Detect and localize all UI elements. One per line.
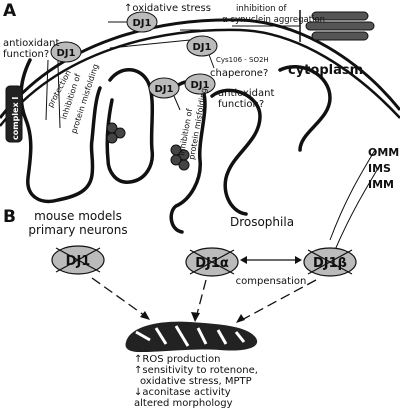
- damaged-mitochondrion: [125, 321, 258, 352]
- panel-b-arrows: [91, 277, 317, 323]
- misfold-left-line: [57, 63, 61, 129]
- compensation-head-left: [240, 256, 247, 264]
- effect-oxidative-mptp: oxidative stress, MPTP: [140, 376, 252, 387]
- protein-aggregates: [106, 122, 190, 171]
- complex-i: complex I: [5, 85, 23, 143]
- drosophila-label: Drosophila: [230, 215, 294, 229]
- aggregate-2c: [170, 154, 182, 166]
- dj1-antiox-label: DJ1: [191, 80, 210, 91]
- complex-i-box: [5, 85, 23, 143]
- aggregate-1b: [114, 127, 126, 139]
- dj1-left-oval: [50, 41, 82, 63]
- dj1-knockout-cross-2: [55, 247, 101, 273]
- effect-aconitase: ↓aconitase activity: [134, 387, 231, 398]
- arrowhead-dj1a: [191, 312, 200, 322]
- compensation-head-right: [295, 256, 302, 264]
- synuclein-bar-2: [305, 21, 375, 31]
- antioxidant-left-label-2: function?: [3, 49, 49, 60]
- primary-neurons-label: primary neurons: [28, 223, 127, 237]
- dj1-to-antioxidant-arrow: [109, 39, 191, 49]
- oxidative-stress-label: ↑oxidative stress: [124, 3, 211, 14]
- dj1-right-oval: [186, 35, 218, 57]
- dj1b-knockout-node: DJ1β: [303, 247, 357, 277]
- dj1a-knockout-node: DJ1α: [185, 247, 239, 277]
- dj1-antiox-node: DJ1: [184, 73, 216, 95]
- membrane-leader-1: [329, 149, 376, 241]
- cytoplasm-label: cytoplasm: [288, 63, 363, 78]
- dj1-top-node: DJ1: [126, 11, 158, 33]
- dj1-mid-node: DJ1: [148, 77, 180, 99]
- arrowhead-dj1b: [236, 314, 245, 323]
- dj1-top-label: DJ1: [133, 18, 152, 29]
- membrane-leader-2: [334, 164, 381, 251]
- arrow-mouse-to-mito: [91, 277, 149, 319]
- crista-left: [19, 58, 102, 203]
- crista-right: [210, 88, 262, 216]
- aggregate-2d: [178, 159, 190, 171]
- cys106-label: Cys106 - SO2H: [216, 56, 269, 64]
- dj1-left-node: DJ1: [50, 41, 82, 63]
- complex-i-label: complex I: [11, 97, 20, 140]
- crista-far-right: [278, 64, 332, 152]
- dj1-mid-oval: [148, 77, 180, 99]
- dj1-top-oval: [126, 11, 158, 33]
- dj1-knockout-node: DJ1: [51, 245, 105, 275]
- dj1-mid-down-line: [173, 95, 181, 111]
- dj1a-knockout-cross-2: [189, 249, 235, 275]
- dj1-right-node: DJ1: [186, 35, 218, 57]
- mitochondrial-membranes: [0, 18, 400, 251]
- panel-b-label: B: [3, 207, 16, 227]
- synuclein-inhibition-label-1: inhibition of: [236, 4, 287, 14]
- synuclein-bar-3: [311, 31, 369, 41]
- synuclein-aggregate: [232, 10, 375, 42]
- dj1b-knockout-cross-2: [307, 249, 353, 275]
- mito-fragments: [135, 325, 246, 347]
- dj1-left-label: DJ1: [57, 48, 76, 59]
- mouse-models-label: mouse models: [34, 209, 122, 223]
- omm-label: OMM: [368, 146, 399, 159]
- dj1-mid-label: DJ1: [155, 84, 174, 95]
- chaperone-label: chaperone?: [210, 68, 268, 79]
- panel-a-label: A: [3, 1, 17, 21]
- synuclein-bar-1: [311, 11, 369, 21]
- crista-center-left: [105, 68, 155, 184]
- dj1-knockout-label: DJ1: [66, 254, 91, 269]
- dj1-right-label: DJ1: [193, 42, 212, 53]
- ims-label: IMS: [368, 162, 391, 175]
- dj1-antiox-oval: [184, 73, 216, 95]
- panel-b-arrowheads: [140, 311, 245, 323]
- compensation-label: compensation: [236, 276, 307, 287]
- antioxidant-left-label-1: antioxidant: [3, 38, 59, 49]
- imm-membrane: [0, 28, 400, 127]
- synuclein-inhibition-label-2: α-synuclein aggregation: [222, 15, 325, 25]
- protection-line: [45, 59, 49, 121]
- omm-membrane: [0, 18, 400, 119]
- antioxidant-right-label-2: function?: [218, 99, 264, 110]
- arrowhead-mouse: [140, 311, 150, 320]
- effect-sensitivity: ↑sensitivity to rotenone,: [134, 365, 258, 376]
- arrow-dj1a-to-mito: [195, 279, 207, 319]
- effect-morphology: altered morphology: [134, 398, 233, 409]
- antioxidant-right-label-1: antioxidant: [218, 88, 274, 99]
- compensation-arrow: [240, 256, 302, 264]
- aggregate-1c: [106, 132, 118, 144]
- effect-ros: ↑ROS production: [134, 354, 220, 365]
- imm-label: IMM: [368, 178, 394, 191]
